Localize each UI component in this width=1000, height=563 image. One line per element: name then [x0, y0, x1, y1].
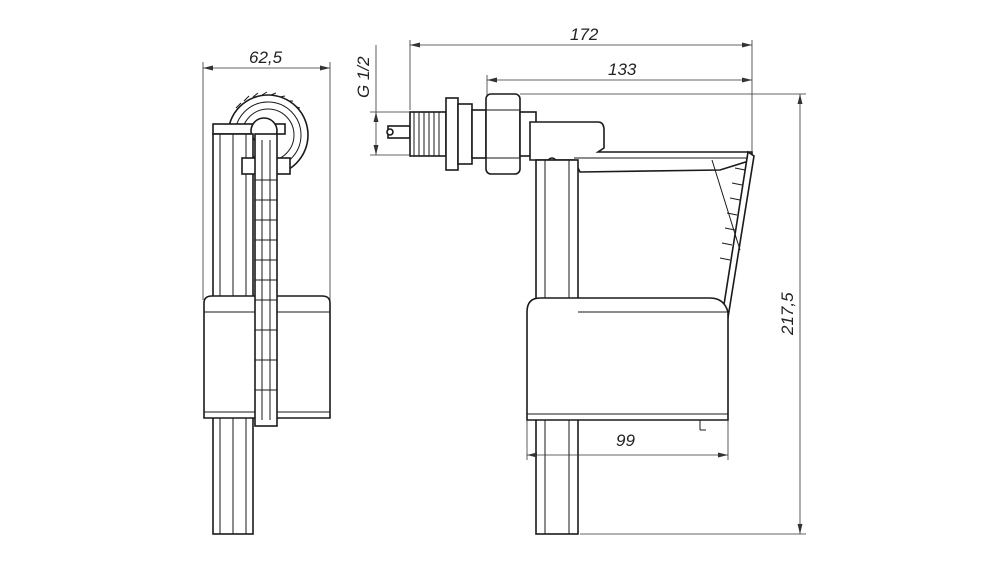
dimension-label-overall-length: 172	[570, 25, 599, 44]
dimension-width-side: 62,5	[202, 48, 331, 300]
dimension-label-thread: G 1/2	[354, 56, 373, 98]
rod-side	[254, 133, 278, 427]
dimension-overall-length: 172	[409, 25, 753, 155]
dimension-arm-length: 133	[486, 60, 752, 100]
dimension-label-float-width: 99	[616, 431, 635, 450]
dimension-label-arm-length: 133	[608, 60, 637, 79]
front-view: 172 133 G 1/2	[354, 25, 806, 535]
side-view: 62,5	[202, 48, 331, 535]
dimension-label-width-side: 62,5	[249, 48, 283, 67]
float-front	[526, 297, 729, 431]
dimension-height: 217,5	[520, 93, 806, 535]
dimension-label-height: 217,5	[778, 292, 797, 336]
inlet-fitting	[386, 93, 537, 175]
dimension-float-width: 99	[526, 420, 729, 460]
